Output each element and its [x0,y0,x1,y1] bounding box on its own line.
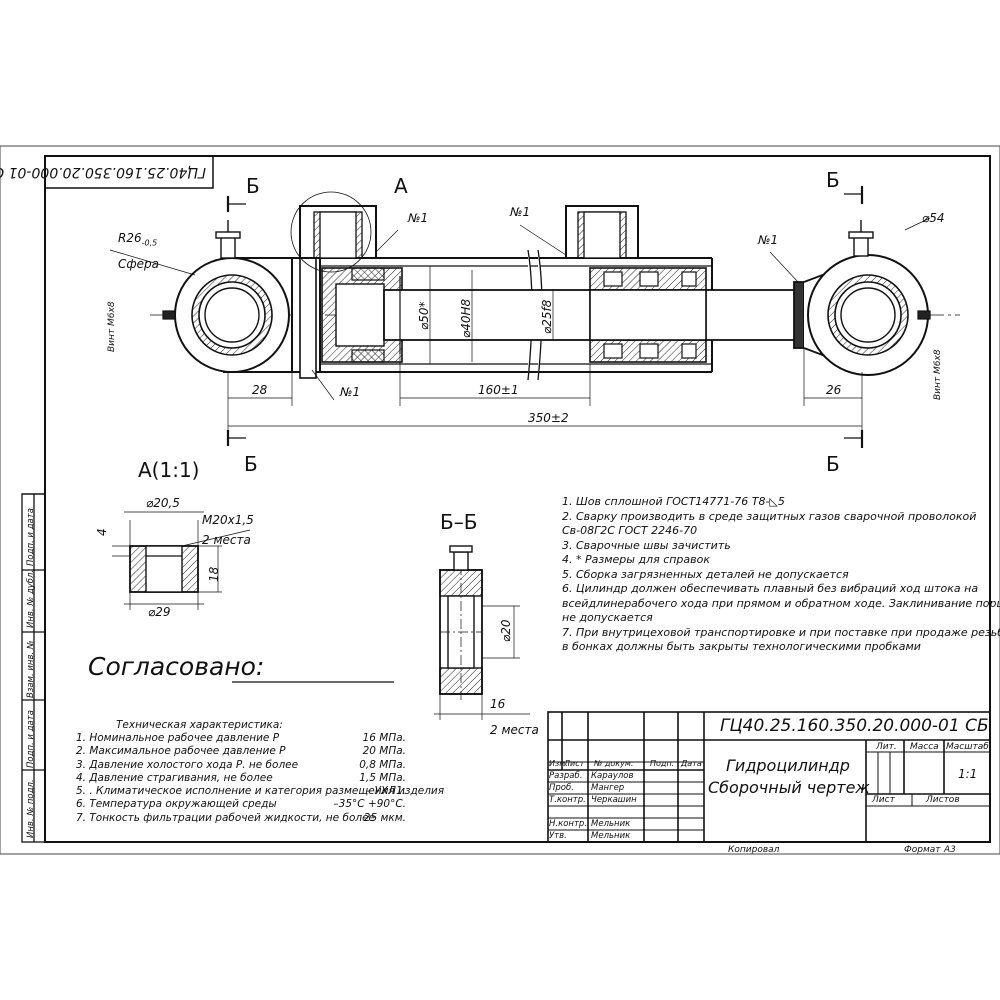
detail-a-thread: M20x1,5 [202,513,254,527]
header-lit: Лит. [876,742,897,752]
note-line: 4. * Размеры для справок [562,553,711,566]
title-block-name-1: Гидроцилиндр [726,756,850,775]
diameter-25: ⌀25f8 [540,299,554,334]
sphere-label: Сфера [118,257,159,271]
title-block-name-2: Сборочный чертеж [708,778,870,797]
header-sheets: Листов [926,795,960,805]
screw-label-right: Винт М6х8 [933,349,943,400]
rotated-code-box [44,155,214,189]
detail-letter-a: А [394,174,408,198]
header-scale: Масштаб [946,742,989,752]
role-name: Мельник [591,819,631,829]
format-value: А3 [944,845,956,855]
strip-label: Инв. № подл. [26,779,36,838]
header-list: Лист [564,759,585,768]
note-line: 6. Цилиндр должен обеспечивать плавный б… [562,582,979,595]
diameter-50: ⌀50* [417,301,431,331]
strip-label: Подп. и дата [26,710,36,768]
tech-row: 7. Тонкость фильтрации рабочей жидкости,… [76,811,406,824]
detail-a-places: 2 места [202,533,251,547]
header-izm: Изм. [549,759,568,768]
note-line: 5. Сборка загрязненных деталей не допуск… [562,567,849,581]
note-line: всейдлинерабочего хода при прямом и обра… [562,596,1000,610]
section-bb-places: 2 места [490,723,539,737]
section-bb-dim-16: 16 [490,697,506,711]
detail-a-title: А(1:1) [138,458,200,482]
role-label: Разраб. [549,771,583,781]
note-line: Св-08Г2С ГОСТ 2246-70 [562,524,698,537]
tech-row: 5. . Климатическое исполнение и категори… [76,785,445,798]
detail-a-d29: ⌀29 [148,605,171,619]
technical-notes: 1. Шов сплошной ГОСТ14771-76 Т8-◺5 2. Св… [562,495,1000,655]
cylinder-assembly [109,186,960,448]
weld-mark-4: №1 [340,385,361,399]
radius-label: R26-0,5 [118,231,158,248]
diameter-40: ⌀40H8 [459,298,473,338]
weld-mark-2: №1 [510,205,531,219]
header-date: Дата [681,759,702,768]
weld-mark-3: №1 [758,233,779,247]
copied-label: Копировал [728,845,780,855]
role-label: Т.контр. [549,795,586,805]
note-line: 2. Сварку производить в среде защитных г… [562,509,977,523]
section-letter-right-top: Б [826,168,840,192]
detail-a-d20-5: ⌀20,5 [146,496,180,510]
header-sign: Подп. [650,759,675,768]
detail-a-view [112,511,251,610]
header-sheet: Лист [872,795,895,805]
role-name: Караулов [591,771,634,781]
section-letter-left-top: Б [246,174,260,198]
title-block-frame [547,711,991,843]
strip-label: Подп. и дата [26,508,36,566]
scale-value: 1:1 [958,767,978,781]
outer-frame [0,145,1000,855]
tech-row: 6. Температура окружающей среды–35°С +90… [76,798,406,811]
role-name: Черкашин [591,795,637,805]
note-line: в бонках должны быть закрыты технологиче… [562,640,921,653]
strip-label: Инв. № дубл. [26,569,36,628]
header-doc: № докум. [594,759,634,768]
section-bb-d20: ⌀20 [499,619,513,643]
role-name: Мельник [591,831,631,841]
tech-title: Техническая характеристика: [116,719,283,731]
weld-mark-1: №1 [408,211,429,225]
detail-a-dim-4: 4 [95,528,109,536]
title-block-code: ГЦ40.25.160.350.20.000-01 СБ [720,716,989,736]
section-bb-view [434,545,530,720]
binding-strip [21,493,46,843]
dim-350: 350±2 [528,411,569,425]
role-label: Утв. [549,831,567,841]
header-mass: Масса [910,742,939,752]
dim-26: 26 [826,383,842,397]
dim-28: 28 [252,383,268,397]
note-line: 3. Сварочные швы зачистить [562,538,731,552]
diameter-54: ⌀54 [922,211,945,225]
format-label: Формат [904,845,941,855]
section-letter-right-bottom: Б [826,452,840,476]
note-line: не допускается [562,611,653,624]
role-label: Проб. [549,783,574,793]
dim-160: 160±1 [478,383,519,397]
role-name: Мангер [591,783,625,793]
agreed-label: Согласовано: [88,652,265,681]
detail-a-dim-18: 18 [207,566,221,582]
note-line: 1. Шов сплошной ГОСТ14771-76 Т8-◺5 [562,495,785,508]
strip-label: Взам. инв. № [26,640,36,698]
screw-label-left: Винт М6х8 [107,301,117,352]
note-line: 7. При внутрицеховой транспортировке и п… [562,625,1000,639]
rotated-drawing-code: ГЦ40.25.160.350.20.000-01 СБ [0,164,206,180]
section-bb-title: Б–Б [440,510,478,534]
role-label: Н.контр. [549,819,588,829]
section-letter-left-bottom: Б [244,452,258,476]
